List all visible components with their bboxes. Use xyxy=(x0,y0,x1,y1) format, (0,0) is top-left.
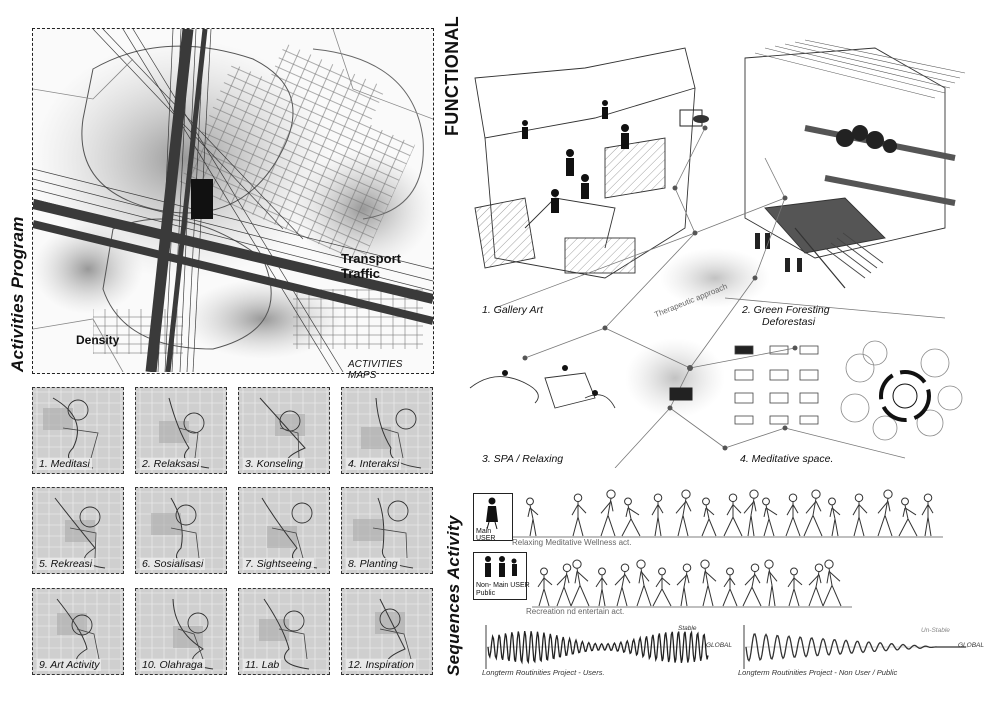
activity-tile: 2. Relaksasi xyxy=(135,387,227,474)
activities-map-frame: Transport Traffic Density ACTIVITIES MAP… xyxy=(31,28,435,381)
activity-tile: 1. Meditasi xyxy=(32,387,124,474)
activity-sketch xyxy=(136,488,226,573)
non-main-user-public-label: Public xyxy=(476,590,496,597)
activity-label: 2. Relaksasi xyxy=(140,458,202,470)
activity-label: 9. Art Activity xyxy=(37,659,102,671)
planter-foliage xyxy=(755,125,897,272)
non-main-user-label: Non- Main USER xyxy=(476,582,530,589)
activity-label: 1. Meditasi xyxy=(37,458,92,470)
green-foresting-sketch xyxy=(744,39,966,289)
users-wave-state: Stable xyxy=(678,625,697,632)
activity-label: 5. Rekreasi xyxy=(37,558,95,570)
main-user-caption: Relaxing Meditative Wellness act. xyxy=(512,538,632,547)
spa-relaxing-sketch xyxy=(469,372,616,409)
non-user-wave-chart xyxy=(743,625,968,669)
activity-label: 11. Lab xyxy=(243,659,282,671)
gallery-art-label: 1. Gallery Art xyxy=(482,304,543,316)
main-user-box: Main USER xyxy=(473,493,513,542)
gallery-art-sketch xyxy=(474,47,696,279)
main-user-figure-icon xyxy=(486,497,498,530)
activity-label: 10. Olahraga xyxy=(140,659,205,671)
users-wave-end: GLOBAL xyxy=(706,642,733,649)
activity-label: 6. Sosialisasi xyxy=(140,558,206,570)
activity-tile: 5. Rekreasi xyxy=(32,487,124,574)
activities-maps-caption: ACTIVITIES MAPS xyxy=(348,359,403,381)
transport-traffic-label: Transport Traffic xyxy=(341,251,401,281)
activity-label: 3. Konseling xyxy=(243,458,305,470)
network-nodes xyxy=(522,125,798,451)
activity-label: 8. Planting xyxy=(346,558,400,570)
activity-tile: 4. Interaksi xyxy=(341,387,433,474)
activity-label: 4. Interaksi xyxy=(346,458,402,470)
activity-tile: 10. Olahraga xyxy=(135,588,227,675)
users-wave-chart xyxy=(485,625,710,669)
density-label: Density xyxy=(76,333,120,347)
main-user-figures xyxy=(513,489,943,538)
gallery-figures xyxy=(522,100,629,213)
non-main-user-figures-icon xyxy=(485,556,517,577)
sequences-activity-title: Sequences Activity xyxy=(444,515,463,676)
activity-tile: 6. Sosialisasi xyxy=(135,487,227,574)
activity-tile: 8. Planting xyxy=(341,487,433,574)
activity-tile: 11. Lab xyxy=(238,588,330,675)
activities-map-drawing xyxy=(31,28,435,373)
activity-tile: 3. Konseling xyxy=(238,387,330,474)
activity-tile: 9. Art Activity xyxy=(32,588,124,675)
meditative-space-label: 4. Meditative space. xyxy=(740,453,834,465)
main-user-label: Main USER xyxy=(476,528,496,542)
non-main-user-figures xyxy=(532,559,852,608)
activity-sketch xyxy=(33,589,123,674)
activity-label: 12. Inspiration xyxy=(346,659,416,671)
green-foresting-label: 2. Green Foresting xyxy=(742,304,830,316)
activity-tile: 7. Sightseeing xyxy=(238,487,330,574)
deforestasi-label: Deforestasi xyxy=(762,316,816,328)
non-user-wave-caption: Longterm Routinities Project - Non User … xyxy=(738,668,898,677)
meditative-space-sketch xyxy=(734,340,963,441)
non-user-wave-end: GLOBAL xyxy=(958,642,985,649)
functional-network-diagram xyxy=(469,39,966,468)
activities-program-title: Activities Program xyxy=(8,216,27,372)
non-main-user-box: Non- Main USER Public xyxy=(473,552,530,600)
activity-tile: 12. Inspiration xyxy=(341,588,433,675)
users-wave-caption: Longterm Routinities Project - Users. xyxy=(482,668,605,677)
spa-relaxing-label: 3. SPA / Relaxing xyxy=(482,453,564,465)
functional-title: FUNCTIONAL xyxy=(442,16,462,136)
non-user-wave-state: Un-Stable xyxy=(921,627,950,634)
activity-label: 7. Sightseeing xyxy=(243,558,314,570)
non-main-user-caption: Recreation nd entertain act. xyxy=(526,607,625,616)
